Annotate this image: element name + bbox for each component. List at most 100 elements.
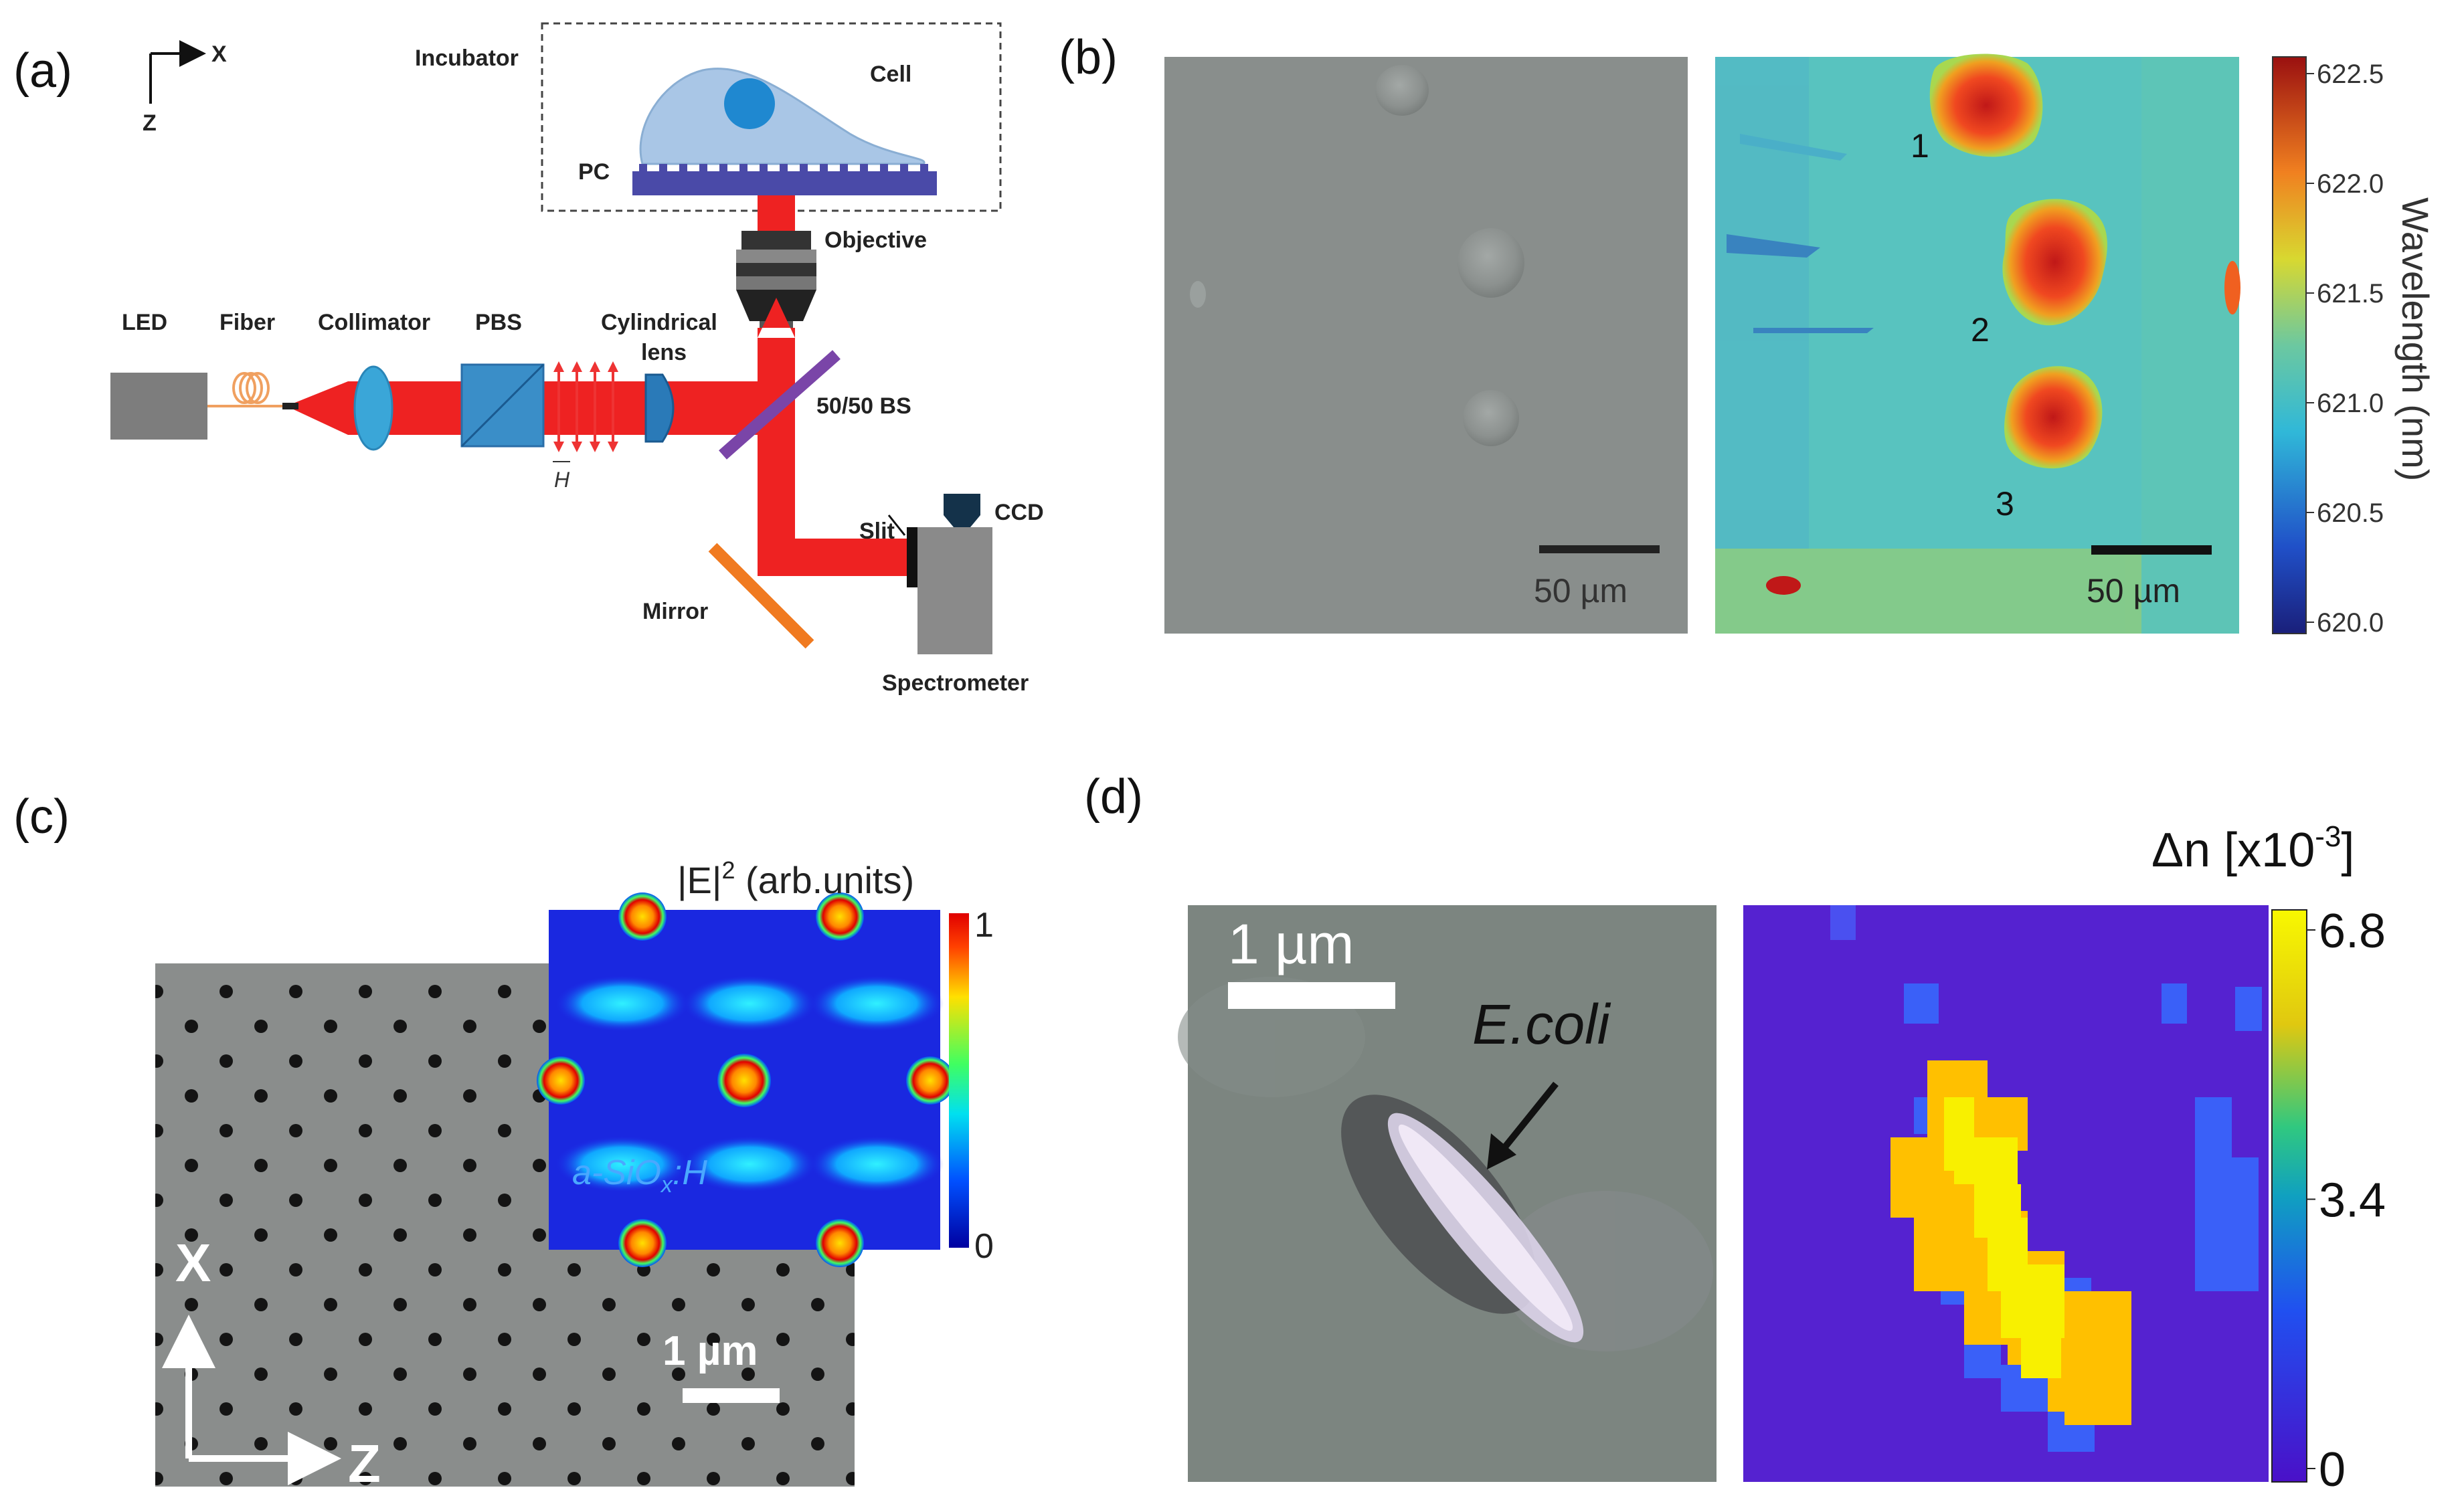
fiber-tip [282, 403, 298, 409]
cell-bump-3 [1463, 390, 1519, 446]
beam-splitter [719, 350, 841, 460]
field-lobes [555, 975, 944, 1192]
pc-label: PC [578, 159, 610, 185]
debris [1190, 281, 1206, 308]
field-colorbar [949, 913, 969, 1248]
beam-path [286, 298, 925, 576]
cylindrical-lens-label-2: lens [641, 340, 687, 365]
field-colorbar-title: |E|2 (arb.units) [677, 856, 914, 901]
ecoli-scalebar-bar [1228, 982, 1395, 1009]
collimator-lens [353, 365, 393, 451]
wavelength-colorbar-ticks: 622.5 622.0 621.5 621.0 620.5 620.0 [2306, 60, 2384, 638]
sem-axis-z-label: Z [348, 1434, 381, 1493]
ecoli-scalebar-label: 1 µm [1228, 913, 1354, 975]
cell-spot-edge [2224, 261, 2240, 314]
cell-spot-1 [1929, 54, 2043, 157]
dn-tick-label: 6.8 [2319, 905, 2386, 958]
wavelength-tick-label: 620.5 [2317, 498, 2384, 528]
beam-splitter-label: 50/50 BS [816, 393, 911, 419]
panel-c: (c) 1 µm X Z [13, 790, 994, 1493]
axis-indicator: X Z [143, 40, 227, 136]
cell-spot-3 [2004, 366, 2103, 469]
pbs-cube [460, 363, 545, 448]
wavelength-colorbar [2272, 56, 2307, 634]
slit-label: Slit [859, 518, 895, 544]
field-colorbar-max: 1 [974, 906, 994, 945]
pc-grating [639, 164, 928, 172]
field-colorbar-min: 0 [974, 1227, 994, 1266]
ecoli-arrow-head [1487, 1133, 1516, 1169]
scalebar-left-bar [1539, 545, 1660, 553]
sem-scalebar: 1 µm [663, 1328, 780, 1403]
cell-number-3: 3 [1996, 485, 2014, 523]
objective-label: Objective [824, 227, 927, 253]
ecoli-highlight [1398, 1124, 1573, 1331]
h-vector-label: H [554, 468, 570, 492]
fiber-label: Fiber [219, 310, 275, 335]
ccd-camera [944, 494, 980, 527]
dn-colorbar-title: Δn [x10-3] [2151, 820, 2354, 877]
wavelength-tick-label: 622.0 [2317, 169, 2384, 199]
spectrometer-box [917, 527, 992, 654]
incubator-label: Incubator [415, 45, 519, 71]
wavelength-colorbar-title: Wavelength (nm) [2394, 197, 2437, 481]
dn-bacterium-pixels [1890, 1060, 2131, 1425]
dn-colorbar-ticks: 6.8 3.4 0 [2307, 905, 2386, 1497]
sem-scalebar-label: 1 µm [663, 1328, 758, 1374]
panel-d: (d) 1 µm E.coli [1084, 770, 2386, 1497]
map-texture [1715, 57, 2239, 634]
cell-bump-2 [1458, 228, 1524, 298]
scalebar-left-label: 50 µm [1534, 572, 1627, 609]
spectrometer-label: Spectrometer [882, 670, 1029, 696]
incubator-box [541, 22, 1002, 212]
scalebar-right-bar [2091, 545, 2212, 555]
mirror-label: Mirror [642, 599, 708, 624]
dn-tick-label: 3.4 [2319, 1174, 2386, 1228]
brightfield-image [1164, 57, 1688, 634]
cell-number-2: 2 [1971, 311, 1990, 349]
mirror [708, 543, 814, 649]
axis-z-label: Z [143, 110, 157, 136]
photonic-crystal [632, 171, 937, 195]
sem-axes: X Z [162, 1233, 381, 1493]
cell-bump-1 [1375, 65, 1429, 116]
cylindrical-lens-label-1: Cylindrical [601, 310, 717, 335]
dn-colorbar [2271, 909, 2307, 1483]
panel-label-a: (a) [13, 44, 72, 98]
ecoli-arrow-line [1495, 1081, 1559, 1159]
field-hot-spots [537, 892, 954, 1267]
cell-shape [639, 68, 926, 165]
collimator-label: Collimator [318, 310, 430, 335]
wavelength-tick-label: 620.0 [2317, 608, 2384, 638]
pbs-label: PBS [475, 310, 522, 335]
cell-nucleus [724, 78, 775, 129]
slit-pointer [887, 514, 906, 536]
wavelength-tick-label: 621.0 [2317, 389, 2384, 418]
dn-tick-label: 0 [2319, 1443, 2346, 1497]
panel-label-b: (b) [1059, 31, 1118, 84]
led-box [110, 373, 207, 440]
polarization-arrowheads [553, 361, 618, 452]
led-label: LED [122, 310, 167, 335]
polarization-arrows [557, 367, 614, 447]
wavelength-tick-label: 622.5 [2317, 60, 2384, 89]
cylindrical-lens [644, 373, 675, 443]
scalebar-right-label: 50 µm [2087, 572, 2180, 609]
sem-axis-x-label: X [175, 1233, 211, 1293]
axis-x-label: X [211, 41, 227, 67]
small-hot-spot [1766, 576, 1801, 595]
slit [907, 527, 917, 587]
cell-label: Cell [870, 62, 911, 87]
cell-spot-2 [2002, 199, 2107, 326]
wavelength-tick-label: 621.5 [2317, 279, 2384, 308]
ecoli-annotation: E.coli [1472, 993, 1611, 1056]
panel-label-c: (c) [13, 790, 70, 844]
cell-number-1: 1 [1911, 127, 1929, 165]
material-label: a-SiOx:H [572, 1153, 707, 1198]
panel-label-d: (d) [1084, 770, 1143, 824]
ccd-label: CCD [994, 500, 1044, 525]
panel-a: (a) X Z Incubator Cell PC [13, 22, 1044, 696]
fiber [207, 372, 288, 407]
